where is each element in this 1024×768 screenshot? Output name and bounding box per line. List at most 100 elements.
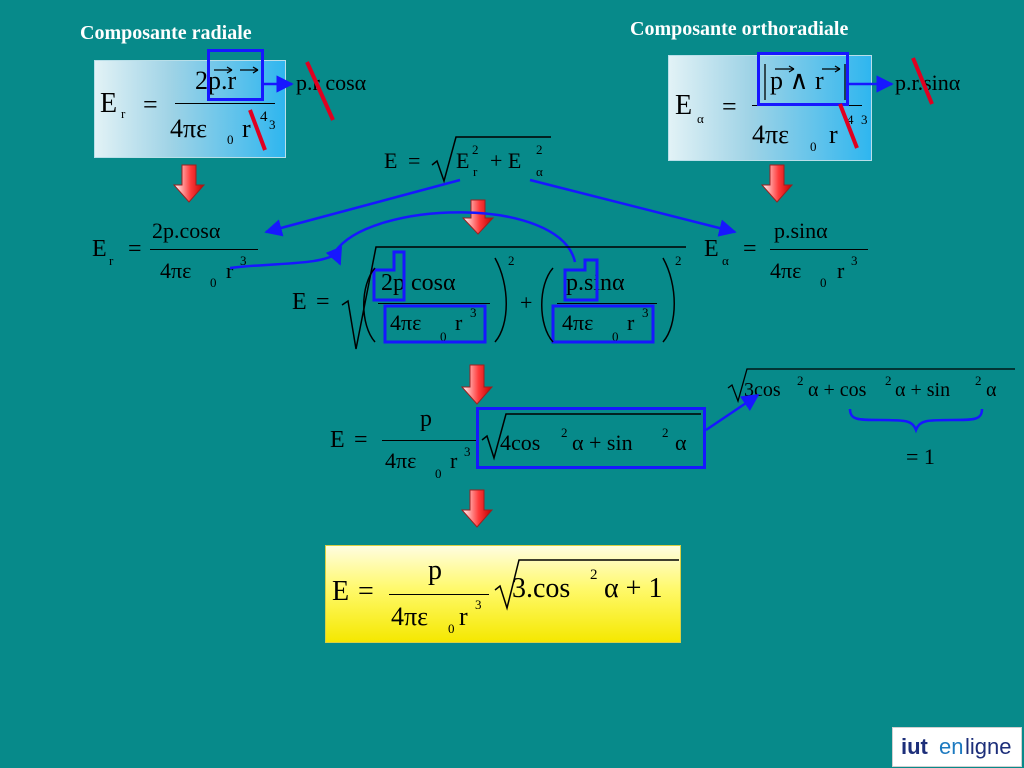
er-sub: r [109,253,114,268]
expansion-b-sup: 2 [885,373,892,388]
ea-eq: = [743,236,757,262]
factored-eq: = [354,427,368,453]
final-root-end: α + 1 [604,573,663,604]
down-arrow-radial [172,164,206,203]
strike-ortho-annot [911,57,934,105]
ortho-new-exp: 3 [861,112,868,127]
expansion-d: α [986,379,997,401]
factored-numerator: p [420,406,432,432]
curve-ea-to-combined [325,211,577,266]
down-arrow-ortho [760,164,794,203]
title-radial: Composante radiale [80,22,252,44]
strike-ortho-exp [838,103,859,149]
combined-den2-sub: 0 [612,329,619,344]
factored-den: 4πε [385,448,417,473]
factored-bar [382,440,478,441]
expansion-brace [848,408,984,434]
final-radical [494,559,679,611]
combined-num2: p.sinα [566,270,625,296]
total-er: E [456,148,470,173]
factored-den-r: r [450,448,458,473]
down-arrow-center-1 [461,199,495,235]
radial-den-sub: 0 [227,132,234,147]
ortho-den-r: r [829,120,838,149]
radial-fraction-bar [175,103,275,104]
final-root: 3.cos [512,573,571,604]
total-radical [431,136,551,184]
er-fraction-bar [150,249,258,250]
combined-den2: 4πε [562,310,594,335]
ortho-formula-box [668,55,872,161]
ortho-numerator: p ∧ r [770,66,824,95]
ea-fraction-bar [770,249,868,250]
radial-lhs: E [100,88,118,119]
combined-plus: + [520,290,533,315]
er-den: 4πε [160,258,192,283]
combined-den1-highlight [383,304,487,344]
combined-lhs: E [292,289,307,315]
arrow-to-ea [529,178,737,237]
combined-paren1-r [494,257,507,343]
factored-root-a: 4cos [500,430,541,455]
combined-sq2: 2 [675,253,682,268]
radial-lhs-sub: r [121,106,126,121]
expansion-result: = 1 [906,444,935,469]
ea-den-sub: 0 [820,275,827,290]
combined-step2-top [563,258,599,302]
final-fraction-bar [389,594,489,595]
final-den-r: r [459,602,468,631]
ea-den-sup: 3 [851,253,858,268]
combined-den1: 4πε [390,310,422,335]
arrow-to-er [264,178,461,237]
factored-den-sub: 0 [435,466,442,481]
total-eq: = [408,148,421,173]
arrow-to-expansion [705,393,760,432]
combined-radical [341,246,686,350]
factored-radical [481,413,701,461]
final-den-sup: 3 [475,597,482,612]
expansion-c: α + sin [895,379,951,401]
total-lhs: E [384,148,398,173]
factored-den-sup: 3 [464,444,471,459]
ortho-annotation: p.r.sinα [895,70,961,95]
ortho-pr-highlight [757,52,849,106]
expansion-b: α + cos [808,379,867,401]
er-numerator: 2p.cosα [152,218,221,243]
radial-den: 4πε [170,114,208,143]
er-lhs: E [92,236,107,262]
ea-den: 4πε [770,258,802,283]
er-eq: = [128,236,142,262]
combined-den1-sup: 3 [470,305,477,320]
combined-bar1 [378,303,490,304]
combined-bar2 [557,303,657,304]
factored-root-highlight [476,407,706,469]
final-den: 4πε [391,602,429,631]
combined-sq1: 2 [508,253,515,268]
combined-eq: = [316,289,330,315]
ea-numerator: p.sinα [774,218,828,243]
total-ea-sup: 2 [536,142,543,157]
ortho-den-sub: 0 [810,139,817,154]
combined-den2-r: r [627,310,635,335]
expansion-a-sup: 2 [797,373,804,388]
expansion-c-sup: 2 [975,373,982,388]
er-den-sub: 0 [210,275,217,290]
logo-ligne: ligne [965,734,1012,759]
total-er-sub: r [473,164,478,179]
combined-paren2-l [541,267,554,343]
iutenligne-logo: iut en ligne [892,727,1022,767]
radial-pr-highlight [207,49,264,101]
ea-sub: α [722,253,729,268]
combined-step1-top [372,250,406,302]
factored-lhs: E [330,427,345,453]
ortho-eq: = [722,92,737,121]
er-den-r: r [226,258,234,283]
er-den-sup: 3 [240,253,247,268]
combined-den2-highlight [551,304,655,344]
radial-struck-exp: 4 [260,109,268,125]
radial-new-exp: 3 [269,117,276,132]
expansion-radical [727,368,1015,404]
final-den-sub: 0 [448,621,455,636]
logo-en: en [939,734,964,759]
